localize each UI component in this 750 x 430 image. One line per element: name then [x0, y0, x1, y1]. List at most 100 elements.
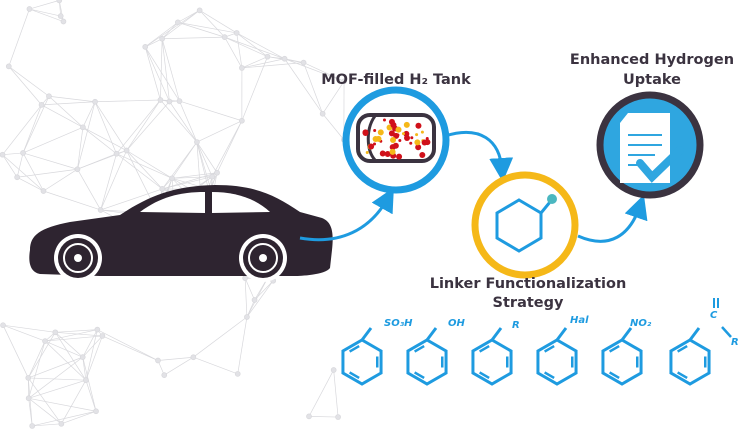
network-edge [41, 101, 96, 106]
network-node [0, 322, 6, 329]
network-node [57, 13, 64, 19]
network-edge [100, 150, 127, 211]
network-edge [28, 397, 97, 412]
network-edge [54, 332, 87, 381]
network-edge [43, 168, 78, 192]
network-edge [61, 380, 87, 424]
network-edge [164, 356, 194, 376]
hydrogen-molecule-dot [382, 118, 386, 122]
network-edge [28, 356, 83, 399]
group-label-oh: OH [448, 318, 465, 329]
network-edge [85, 380, 97, 412]
network-node [97, 207, 104, 213]
network-edge [22, 126, 84, 154]
document-check-icon [596, 91, 704, 199]
network-node [157, 97, 164, 103]
network-edge [27, 332, 56, 379]
network-edge [48, 95, 96, 103]
network-edge [169, 101, 198, 143]
network-node [14, 174, 21, 181]
network-edge [199, 10, 237, 34]
network-edge [95, 99, 161, 103]
network-edge [171, 141, 198, 179]
network-edge [43, 190, 101, 211]
network-edge [45, 335, 103, 342]
hydrogen-molecule-dot [398, 139, 402, 143]
network-edge [22, 96, 50, 154]
network-edge [41, 104, 84, 128]
hydrogen-molecule-dot [377, 129, 384, 136]
network-node [159, 186, 166, 192]
network-edge [27, 340, 46, 379]
network-edge [2, 325, 29, 379]
network-edge [126, 150, 173, 179]
network-node [300, 59, 307, 66]
network-edge [8, 8, 30, 67]
network-edge [44, 329, 98, 342]
network-node [92, 98, 98, 105]
hydrogen-molecule-dot [365, 150, 369, 154]
network-node [221, 34, 228, 40]
network-edge [116, 99, 161, 154]
network-edge [196, 141, 218, 173]
network-edge [116, 153, 173, 179]
hydrogen-molecule-dot [419, 152, 426, 159]
hydrogen-molecule-dot [384, 151, 391, 158]
network-node [25, 375, 32, 381]
network-edge [160, 99, 198, 143]
network-edge [85, 329, 98, 381]
network-edge [284, 58, 323, 114]
network-edge [82, 101, 96, 128]
network-edge [144, 46, 180, 102]
network-edge [161, 38, 170, 102]
network-edge [102, 335, 159, 361]
network-edge [77, 127, 84, 170]
network-node [264, 53, 271, 60]
network-edge [145, 22, 179, 48]
network-edge [144, 46, 161, 101]
hydrogen-molecule-dot [390, 137, 397, 144]
network-node [74, 166, 81, 173]
network-edge [32, 410, 97, 427]
network-edge [32, 423, 62, 427]
network-edge [28, 398, 33, 426]
network-edge [241, 62, 304, 69]
network-edge [16, 152, 24, 178]
network-edge [44, 340, 87, 381]
network-edge [193, 316, 248, 358]
hydrogen-molecule-dot [373, 142, 377, 146]
hydrogen-molecule-dot [392, 142, 399, 149]
group-label-r: R [512, 320, 520, 331]
network-edge [244, 278, 248, 318]
network-edge [27, 377, 33, 426]
network-node [161, 372, 168, 378]
hydrogen-molecule-dot [395, 126, 402, 133]
network-edge [224, 36, 285, 60]
hydrogen-molecule-dot [393, 132, 400, 139]
network-node [40, 188, 47, 194]
network-edge [309, 416, 339, 418]
network-edge [284, 58, 304, 63]
hydrogen-molecule-dot [379, 150, 386, 157]
network-edge [2, 324, 46, 342]
network-edge [193, 356, 238, 375]
network-node [169, 175, 175, 182]
car-icon [29, 185, 333, 282]
network-edge [55, 332, 83, 358]
network-edge [236, 32, 243, 68]
network-edge [244, 278, 255, 301]
network-edge [126, 99, 161, 151]
network-node [123, 147, 130, 154]
network-edge [241, 56, 268, 121]
hydrogen-molecule-dot [410, 136, 414, 140]
hydrogen-molecule-dot [409, 141, 413, 145]
network-node [80, 124, 86, 131]
hydrogen-molecule-dot [375, 135, 382, 142]
hydrogen-molecule-dot [403, 130, 410, 137]
network-node [29, 423, 36, 429]
network-node [306, 413, 312, 420]
network-edge [161, 38, 180, 102]
network-node [155, 357, 161, 364]
network-node [159, 35, 165, 42]
